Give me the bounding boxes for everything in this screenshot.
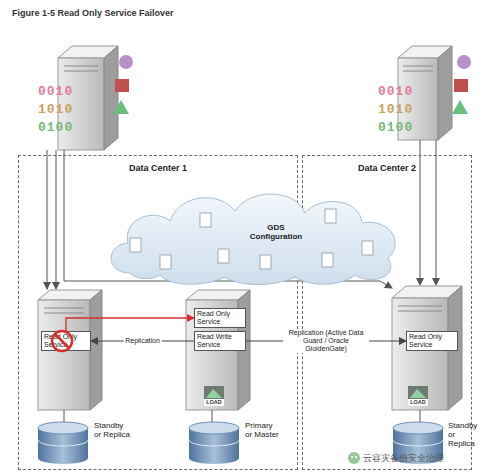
server-tower xyxy=(398,306,442,307)
client-server xyxy=(119,55,133,69)
load-label: LOAD xyxy=(204,399,224,406)
service-box: Read Write Service xyxy=(194,331,246,351)
service-box: Read Only Service xyxy=(41,331,91,351)
database-label: Standby or Replica xyxy=(94,421,130,439)
cloud-shape xyxy=(260,255,271,269)
node-text: Read Only Service xyxy=(197,310,243,326)
binary-glyph: 1010 xyxy=(378,102,413,117)
server-tower xyxy=(392,286,462,410)
client-server xyxy=(104,46,118,150)
edge-label: Replication (Active Data Guard / Oracle … xyxy=(283,329,369,353)
client-connection xyxy=(420,140,421,285)
server-tower xyxy=(90,290,102,410)
cloud-shape xyxy=(130,209,373,269)
node-text: Read Write Service xyxy=(197,333,243,349)
client-connection xyxy=(47,140,436,289)
cloud-shape xyxy=(111,194,395,285)
client-connection xyxy=(56,150,57,289)
server-tower xyxy=(38,290,102,410)
watermark: 云容灾备份安全治理 xyxy=(363,452,444,465)
binary-glyph: 1010 xyxy=(38,102,73,117)
figure-title: Figure 1-5 Read Only Service Failover xyxy=(12,8,174,18)
cloud-shape xyxy=(362,241,373,255)
watermark-icon xyxy=(348,452,360,464)
client-server xyxy=(403,71,433,72)
binary-glyph: 0100 xyxy=(378,120,413,135)
load-icon xyxy=(408,399,428,406)
binary-glyph: 0100 xyxy=(38,120,73,135)
node-text: GDS Configuration xyxy=(245,223,307,241)
cloud-shape xyxy=(218,249,229,263)
node-text: Standby or Replica xyxy=(94,421,130,439)
database-cylinder xyxy=(393,422,443,434)
binary-glyph: 0010 xyxy=(378,84,413,99)
server-tower xyxy=(392,298,448,410)
client-server xyxy=(113,100,129,114)
cloud-shape xyxy=(200,213,211,227)
service-box: Read Only Service xyxy=(406,331,458,351)
load-icon xyxy=(204,386,224,406)
database-cylinder xyxy=(189,422,239,434)
client-server xyxy=(403,66,433,67)
client-server xyxy=(457,55,471,69)
client-server xyxy=(454,79,468,92)
edge-label: Replication xyxy=(123,337,162,345)
load-icon xyxy=(204,386,428,406)
client-connection xyxy=(436,140,437,285)
load-icon xyxy=(410,389,426,398)
database-cylinder xyxy=(393,440,443,446)
cloud-shape xyxy=(130,238,141,252)
node-text: Primary or Master xyxy=(245,421,281,439)
watermark-icon xyxy=(355,456,357,458)
client-server xyxy=(438,46,452,140)
group-title: Data Center 1 xyxy=(19,163,297,173)
client-connection xyxy=(47,150,48,289)
database-cylinder xyxy=(38,422,443,464)
service-box: Read Only Service xyxy=(194,308,246,328)
load-icon xyxy=(408,386,428,406)
load-icon xyxy=(204,399,224,406)
database-label: Primary or Master xyxy=(245,421,281,439)
binary-glyph: 0010 xyxy=(38,84,73,99)
cloud-shape xyxy=(322,253,333,267)
database-cylinder xyxy=(189,440,239,446)
watermark-icon xyxy=(351,456,353,458)
server-tower xyxy=(398,311,442,312)
server-tower xyxy=(44,313,84,314)
node-text: Read Only Service xyxy=(44,333,88,349)
node-text: Read Only Service xyxy=(409,333,455,349)
database-link xyxy=(212,410,213,423)
cloud-shape xyxy=(325,209,336,223)
database-link xyxy=(64,410,65,423)
client-server xyxy=(64,66,98,67)
database-label: Standby or Replica xyxy=(448,421,482,448)
load-label: LOAD xyxy=(408,399,428,406)
server-tower xyxy=(44,308,84,309)
cloud-shape xyxy=(160,255,171,269)
group-title: Data Center 2 xyxy=(303,163,471,173)
client-server xyxy=(64,71,98,72)
watermark-icon xyxy=(348,452,360,464)
load-icon xyxy=(206,389,222,398)
client-server xyxy=(452,100,468,114)
database-link xyxy=(420,410,421,423)
database-cylinder xyxy=(38,422,88,434)
server-tower xyxy=(186,290,250,410)
failover-arrow xyxy=(66,318,194,331)
server-tower xyxy=(38,300,90,410)
gds-cloud: GDS Configuration xyxy=(100,183,410,287)
client-server xyxy=(115,79,129,92)
node-text: Standby or Replica xyxy=(448,421,482,448)
database-cylinder xyxy=(38,440,88,446)
